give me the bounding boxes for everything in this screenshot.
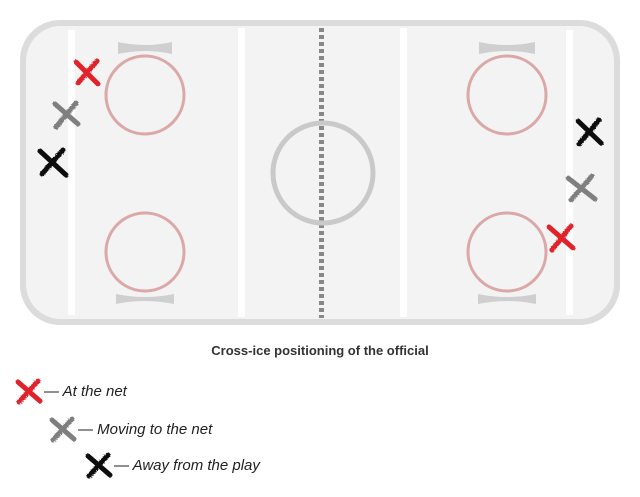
x-mark-icon [15, 378, 43, 405]
faceoff-circle-top-left [104, 54, 186, 136]
legend-item-away: — Away from the play [82, 450, 260, 480]
diagram-caption: Cross-ice positioning of the official [211, 343, 429, 358]
official-marker-away-left [37, 147, 69, 178]
hockey-rink-diagram [20, 20, 620, 325]
bench-top-right [479, 42, 535, 54]
official-marker-away-right [575, 117, 604, 147]
blue-line-left [238, 28, 245, 317]
faceoff-circle-bottom-left [104, 211, 186, 293]
legend-label: — Away from the play [114, 456, 260, 474]
faceoff-circle-bottom-right [466, 211, 548, 293]
legend-item-at-net: — At the net [12, 376, 127, 406]
official-marker-moving-right [565, 173, 598, 203]
bench-top-left [118, 42, 172, 54]
official-marker-moving-left [52, 100, 81, 130]
bench-bottom-right [478, 294, 536, 304]
x-mark-icon [49, 416, 77, 443]
goal-line-left [68, 30, 75, 315]
legend-item-moving: — Moving to the net [46, 414, 212, 444]
goal-line-right [566, 30, 573, 315]
official-marker-at-net-right [546, 223, 576, 253]
legend-label: — At the net [44, 382, 127, 400]
official-marker-at-net-left [73, 58, 101, 87]
bench-bottom-left [116, 294, 174, 304]
x-mark-icon [85, 452, 113, 479]
faceoff-circle-top-right [466, 54, 548, 136]
center-faceoff-circle [270, 120, 376, 226]
legend-label: — Moving to the net [78, 420, 213, 438]
blue-line-right [400, 28, 407, 317]
